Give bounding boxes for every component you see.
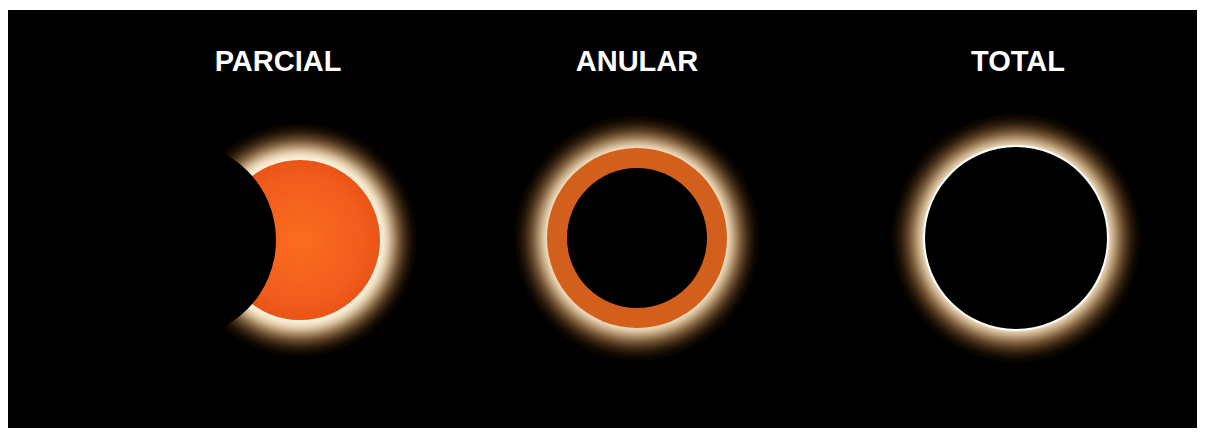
annular-eclipse <box>513 114 761 362</box>
total-eclipse <box>890 112 1142 364</box>
eclipse-type-label: PARCIAL <box>215 46 342 78</box>
night-sky <box>8 10 1197 428</box>
eclipse-type-label: ANULAR <box>576 46 698 78</box>
partial-eclipse <box>80 122 418 358</box>
eclipse-type-label: TOTAL <box>971 46 1065 78</box>
